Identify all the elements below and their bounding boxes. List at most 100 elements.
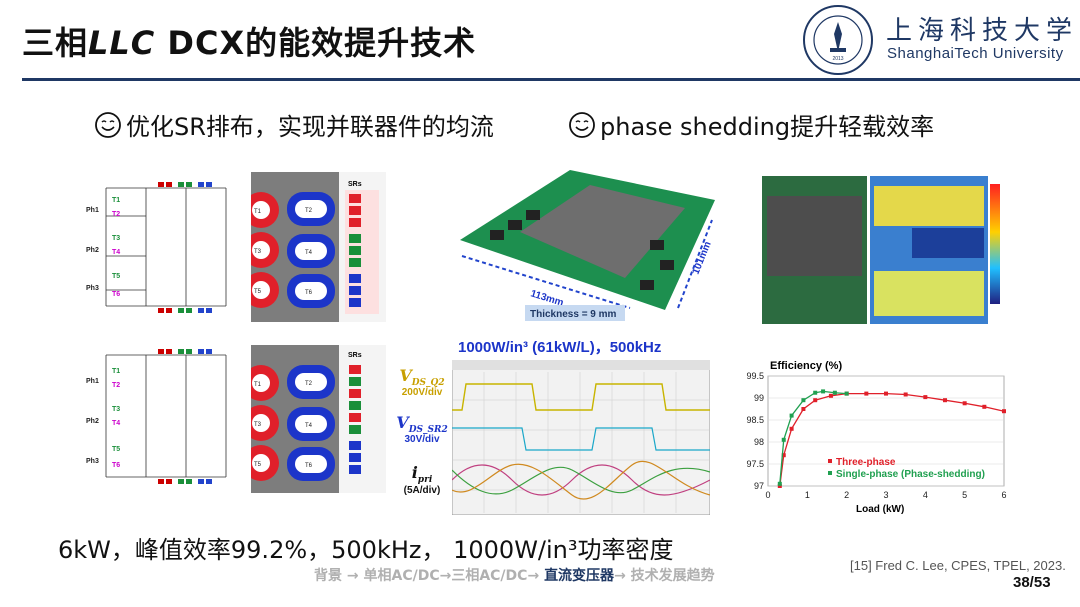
ch3-scale: (5A/div) [403, 485, 441, 496]
core-label: T3 [254, 249, 262, 255]
power-density-label: 1000W/in³ (61kW/L)，500kHz [458, 339, 662, 356]
transformer-label: T5 [112, 446, 120, 453]
board-thickness-label: Thickness = 9 mm [530, 309, 617, 320]
data-point [789, 426, 794, 431]
bullet-phase-shedding: phase shedding提升轻载效率 [568, 107, 934, 142]
ch2-scale: 30V/div [404, 434, 440, 445]
core-label: T5 [254, 289, 262, 295]
bullet-sr-layout: 优化SR排布，实现并联器件的均流 [94, 107, 494, 142]
y-tick-label: 98.5 [746, 415, 764, 425]
x-tick-label: 5 [962, 490, 967, 500]
y-tick-label: 97 [754, 481, 764, 491]
x-tick-label: 2 [844, 490, 849, 500]
data-point [962, 401, 967, 406]
breadcrumb-item[interactable]: 背景 → 单相AC/DC→三相AC/DC→ [314, 568, 545, 584]
oscilloscope-waveform [452, 360, 710, 515]
slide-title: 三相LLC DCX的能效提升技术 [22, 18, 476, 64]
ch3-sub: pri [417, 475, 433, 486]
data-point [982, 404, 987, 409]
reference: [15] Fred C. Lee, CPES, TPEL, 2023. [850, 558, 1066, 573]
bullet-text: 优化SR排布，实现并联器件的均流 [126, 113, 494, 141]
data-point [789, 413, 794, 418]
university-name-cn: 上海科技大学 [886, 16, 1079, 46]
transformer-core-layout-top: SRs T1 T3 T5 T2 T4 T6 [251, 172, 386, 322]
data-point [943, 398, 947, 403]
x-tick-label: 1 [805, 490, 810, 500]
breadcrumb-item[interactable]: → 技术发展趋势 [614, 568, 715, 584]
ch1-sub: DS_Q2 [411, 378, 445, 389]
data-point [923, 395, 928, 400]
core-label: T4 [305, 250, 313, 256]
data-point [821, 389, 826, 394]
thermal-image: 100°C 25°C [762, 176, 1005, 324]
data-point [884, 391, 888, 396]
svg-text:2013: 2013 [832, 56, 843, 62]
ch2-name: V [396, 413, 409, 432]
core-label: T6 [305, 463, 313, 469]
breadcrumb-current[interactable]: 直流变压器 [544, 568, 615, 584]
data-point [781, 453, 786, 458]
data-point [832, 390, 837, 395]
core-label: T1 [254, 209, 262, 215]
y-tick-label: 99 [754, 393, 764, 403]
phase-label: Ph2 [86, 418, 99, 425]
core-label: T4 [305, 423, 313, 429]
breadcrumb: 背景 → 单相AC/DC→三相AC/DC→ 直流变压器→ 技术发展趋势 [314, 565, 715, 585]
core-label: T3 [254, 422, 262, 428]
data-point [903, 392, 908, 397]
summary-stats: 6kW，峰值效率99.2%，500kHz， 1000W/in³功率密度 [58, 536, 674, 564]
srs-label: SRs [348, 352, 362, 359]
transformer-label: T6 [112, 462, 120, 469]
phase-label: Ph1 [86, 207, 99, 214]
ch3-label: ipri [396, 463, 448, 485]
x-tick-label: 4 [923, 490, 928, 500]
legend-swatch-three-phase [828, 459, 832, 463]
y-tick-label: 97.5 [746, 459, 764, 469]
phase-label: Ph2 [86, 247, 99, 254]
data-point [801, 407, 806, 411]
smile-icon [569, 111, 595, 138]
data-point [777, 484, 782, 488]
transformer-label: T5 [112, 273, 120, 280]
legend-three-phase: Three-phase [836, 457, 896, 468]
data-point [777, 481, 782, 486]
data-point [1002, 409, 1006, 414]
transformer-label: T1 [112, 368, 120, 375]
x-tick-label: 3 [883, 490, 888, 500]
transformer-label: T1 [112, 197, 120, 204]
ch3-name: i [411, 463, 418, 482]
data-point [813, 398, 818, 403]
srs-label: SRs [348, 181, 362, 188]
data-point [828, 393, 833, 398]
university-seal-icon: 2013 [803, 5, 873, 75]
x-axis-label: Load (kW) [856, 504, 904, 515]
core-label: T2 [305, 381, 313, 387]
ch1-name: V [399, 366, 412, 385]
page-number: 38/53 [1013, 574, 1051, 591]
ch1-scale: 200V/div [401, 387, 443, 398]
y-tick-label: 99.5 [746, 371, 764, 381]
y-tick-label: 98 [754, 437, 764, 447]
three-phase-schematic-top: Ph1 Ph2 Ph3 T1 T3 T5 T2 T4 T6 [86, 182, 227, 313]
data-point [844, 391, 849, 396]
core-label: T2 [305, 208, 313, 214]
transformer-core-layout-bottom: SRs T1 T3 T5 T2 T4 T6 [251, 345, 386, 493]
data-point [781, 437, 786, 442]
three-phase-schematic-bottom: Ph1 Ph2 Ph3 T1 T3 T5 T2 T4 T6 [86, 349, 227, 484]
transformer-label: T4 [112, 249, 120, 256]
transformer-label: T3 [112, 406, 120, 413]
title-part: 三相 [22, 24, 89, 62]
legend-swatch-single-phase [828, 471, 832, 475]
thermal-min-label: 25°C [988, 314, 1002, 320]
core-label: T1 [254, 382, 262, 388]
transformer-label: T4 [112, 420, 120, 427]
bullet-text: phase shedding提升轻载效率 [600, 113, 935, 141]
transformer-label: T2 [112, 211, 120, 218]
core-label: T6 [305, 290, 313, 296]
data-point [801, 398, 806, 403]
ch1-label: VDS_Q2 [396, 366, 448, 388]
header-rule [22, 78, 1080, 81]
data-point [813, 390, 818, 395]
ch2-label: VDS_SR2 [394, 413, 450, 435]
